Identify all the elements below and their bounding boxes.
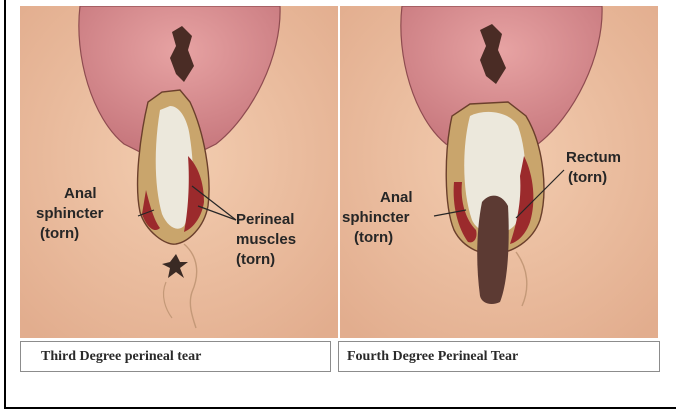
torn-rectum	[477, 196, 509, 304]
label-rectum-torn: (torn)	[568, 169, 607, 186]
third-degree-illustration: Anal sphincter (torn) Perineal muscles (…	[20, 6, 338, 338]
fourth-degree-illustration: Rectum (torn) Anal sphincter (torn)	[340, 6, 658, 338]
third-degree-drawing: Anal sphincter (torn) Perineal muscles (…	[20, 6, 338, 338]
label-perineal-torn: (torn)	[236, 251, 275, 268]
label-muscles: muscles	[236, 231, 296, 248]
label-rectum: Rectum	[566, 149, 621, 166]
label-perineal: Perineal	[236, 211, 294, 228]
fourth-degree-drawing: Rectum (torn) Anal sphincter (torn)	[340, 6, 658, 338]
label-anal-torn: (torn)	[40, 225, 79, 242]
label-sphincter: sphincter	[36, 205, 104, 222]
label-sphincter: sphincter	[342, 209, 410, 226]
label-anal: Anal	[380, 189, 413, 206]
caption-third-degree: Third Degree perineal tear	[20, 341, 331, 372]
label-anal-torn: (torn)	[354, 229, 393, 246]
label-anal: Anal	[64, 185, 97, 202]
caption-fourth-degree: Fourth Degree Perineal Tear	[338, 341, 660, 372]
